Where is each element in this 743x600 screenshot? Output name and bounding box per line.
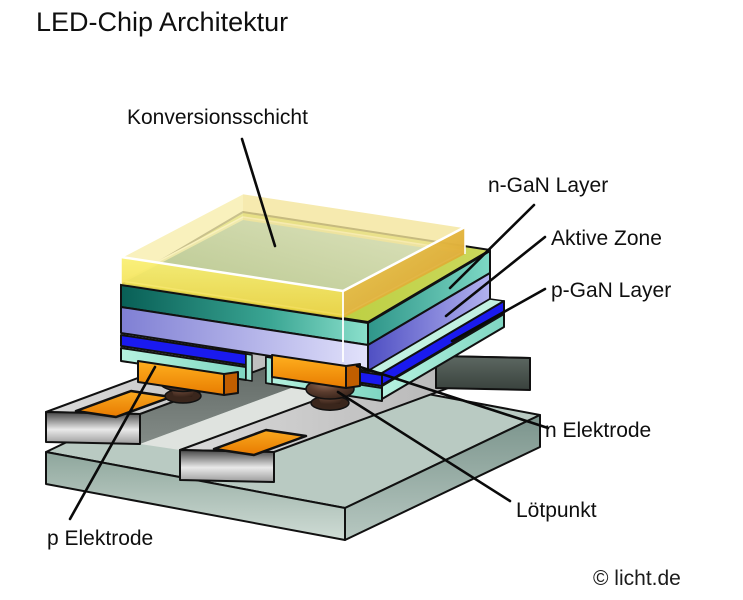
leader-p-elektrode [68,365,157,521]
n-electrode-side-face [345,363,361,389]
leader-loetpunkt [336,390,512,503]
label-konversionsschicht: Konversionsschicht [127,106,308,129]
conversion-layer-back-rim-highlight [120,191,466,259]
leader-aktive-zone [444,235,547,318]
label-p-gan-layer: p-GaN Layer [551,279,671,302]
conversion-layer-box [120,191,466,362]
copyright-notice: © licht.de [593,567,681,590]
substrate-rail-back-end-face [179,449,275,483]
substrate-rail-back-far-end-face [435,355,531,391]
leader-n-elektrode [355,364,550,430]
conversion-layer-right-wall [343,227,465,318]
label-n-elektrode: n Elektrode [545,419,651,442]
label-n-gan-layer: n-GaN Layer [488,174,608,197]
label-aktive-zone: Aktive Zone [551,227,662,250]
mesa-notch-face-right [265,356,273,385]
leader-n-gan-layer [448,203,536,290]
page-title: LED-Chip Architektur [36,7,288,37]
chip-electrodes [137,354,361,396]
label-loetpunkt: Lötpunkt [516,499,597,522]
p-electrode-side-face [223,371,239,396]
conversion-layer-front-wall [121,257,343,318]
submount-substrate [45,314,541,541]
substrate-base-right-face [344,414,541,541]
bond-pad-right [212,428,308,457]
conversion-layer-back-right-wall [243,193,465,254]
leader-konversionsschicht [240,137,277,248]
leader-p-gan-layer [450,287,547,343]
label-p-elektrode: p Elektrode [47,527,153,550]
leader-lines [68,137,550,521]
mesa-notch-face-left [245,353,253,382]
